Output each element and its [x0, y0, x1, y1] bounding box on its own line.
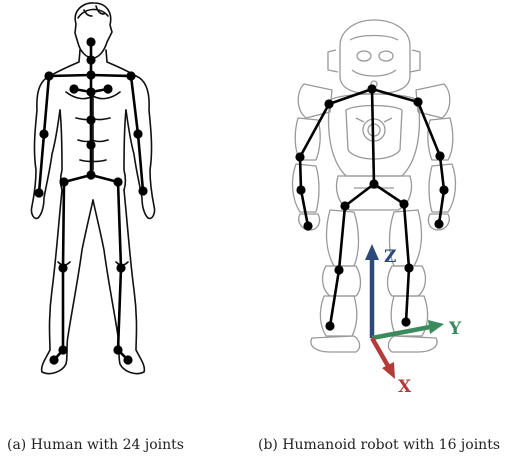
- robot-joint: [296, 185, 305, 194]
- human-joint: [58, 345, 67, 354]
- robot-joint: [434, 219, 443, 228]
- robot-joint: [435, 151, 444, 160]
- human-joint: [113, 177, 122, 186]
- robot-joint: [334, 265, 343, 274]
- robot-joint: [324, 99, 333, 108]
- caption-robot: (b) Humanoid robot with 16 joints: [258, 437, 500, 453]
- human-joint: [116, 263, 125, 272]
- human-skeleton: [34, 37, 147, 364]
- human-joint: [86, 140, 95, 149]
- robot-joint: [413, 97, 422, 106]
- human-joint: [58, 263, 67, 272]
- human-joint: [86, 170, 95, 179]
- human-joint: [59, 177, 68, 186]
- caption-human: (a) Human with 24 joints: [7, 437, 184, 453]
- human-joint: [49, 355, 58, 364]
- human-joint: [133, 129, 142, 138]
- y-axis-arrowhead: [428, 320, 444, 334]
- human-joint: [39, 129, 48, 138]
- human-joint: [113, 345, 122, 354]
- human-joint: [34, 188, 43, 197]
- human-joint: [86, 115, 95, 124]
- z-axis-label: Z: [384, 247, 396, 267]
- human-joint: [138, 186, 147, 195]
- robot-joint: [367, 84, 376, 93]
- human-joint: [86, 37, 95, 46]
- human-joint: [44, 71, 53, 80]
- human-joint: [86, 55, 95, 64]
- robot-joint: [303, 221, 312, 230]
- human-joint: [103, 84, 112, 93]
- robot-joint: [399, 199, 408, 208]
- robot-joint: [404, 263, 413, 272]
- robot-joint: [439, 185, 448, 194]
- x-axis: [372, 338, 388, 366]
- human-joint: [86, 70, 95, 79]
- robot-joint: [340, 201, 349, 210]
- coordinate-frame: Z Y X: [365, 244, 462, 397]
- robot-figure: Z Y X: [293, 20, 462, 397]
- human-joint: [123, 355, 132, 364]
- z-axis-arrowhead: [365, 244, 379, 260]
- y-axis-label: Y: [448, 319, 462, 339]
- human-figure: [31, 3, 154, 374]
- human-joint: [86, 87, 95, 96]
- robot-joint: [325, 321, 334, 330]
- robot-joint: [401, 317, 410, 326]
- x-axis-label: X: [398, 377, 412, 397]
- robot-joint: [295, 152, 304, 161]
- robot-joint: [369, 179, 378, 188]
- human-joint: [126, 71, 135, 80]
- human-joint: [69, 84, 78, 93]
